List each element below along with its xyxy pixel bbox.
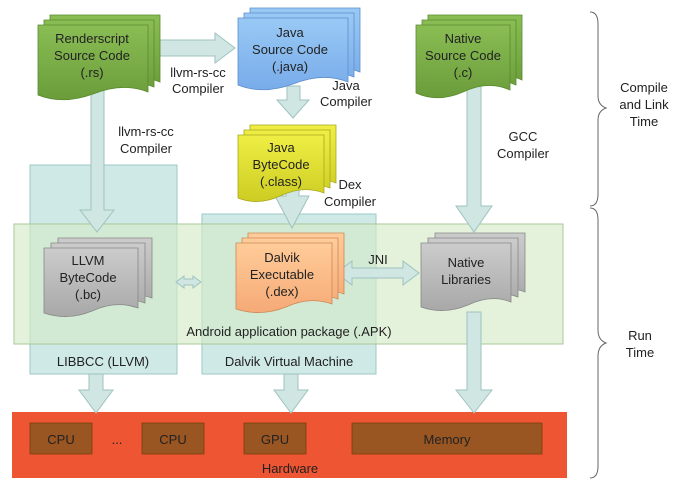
java-bytecode-label-2: ByteCode bbox=[252, 157, 309, 172]
cpu-2-label: CPU bbox=[159, 432, 186, 447]
jni-label: JNI bbox=[368, 252, 388, 267]
hardware-ellipsis: ... bbox=[112, 432, 123, 447]
native-source-label-3: (.c) bbox=[454, 65, 473, 80]
native-source-label-1: Native bbox=[445, 31, 482, 46]
llvm-bytecode-doc bbox=[43, 237, 153, 317]
compile-phase-label-2: and Link bbox=[619, 97, 669, 112]
dalvik-executable-label-2: Executable bbox=[250, 267, 314, 282]
java-compiler-label-2: Compiler bbox=[320, 94, 373, 109]
renderscript-source-label-1: Renderscript bbox=[55, 31, 129, 46]
run-phase-label-1: Run bbox=[628, 328, 652, 343]
dalvik-executable-doc bbox=[235, 232, 345, 313]
llvm-compiler-left-label-1: llvm-rs-cc bbox=[118, 124, 174, 139]
arrow-jni-bidir bbox=[335, 260, 420, 286]
arrow-libbcc-to-hw bbox=[78, 373, 114, 414]
llvm-compiler-left-label-2: Compiler bbox=[120, 141, 173, 156]
llvm-compiler-top-label-1: llvm-rs-cc bbox=[170, 65, 226, 80]
renderscript-source-label-2: Source Code bbox=[54, 48, 130, 63]
llvm-compiler-top-label-2: Compiler bbox=[172, 81, 225, 96]
arrow-native-to-libs bbox=[455, 85, 493, 233]
native-source-doc bbox=[415, 14, 523, 99]
dalvik-vm-label: Dalvik Virtual Machine bbox=[225, 354, 353, 369]
renderscript-source-doc bbox=[37, 14, 161, 101]
java-source-label-3: (.java) bbox=[272, 59, 308, 74]
libbcc-label: LIBBCC (LLVM) bbox=[57, 354, 149, 369]
llvm-bytecode-label-3: (.bc) bbox=[75, 287, 101, 302]
memory-label: Memory bbox=[424, 432, 471, 447]
native-libraries-label-2: Libraries bbox=[441, 272, 491, 287]
dalvik-executable-label-1: Dalvik bbox=[264, 250, 300, 265]
gpu-label: GPU bbox=[261, 432, 289, 447]
java-bytecode-label-3: (.class) bbox=[260, 174, 302, 189]
apk-label: Android application package (.APK) bbox=[186, 324, 391, 339]
gcc-compiler-label-1: GCC bbox=[509, 129, 538, 144]
native-libraries-label-1: Native bbox=[448, 255, 485, 270]
java-source-label-1: Java bbox=[276, 25, 304, 40]
java-bytecode-label-1: Java bbox=[267, 140, 295, 155]
arrow-rs-to-java bbox=[159, 32, 236, 64]
cpu-1-label: CPU bbox=[47, 432, 74, 447]
java-compiler-label-1: Java bbox=[332, 78, 360, 93]
compile-time-brace bbox=[589, 11, 608, 207]
renderscript-source-label-3: (.rs) bbox=[80, 65, 103, 80]
arrow-java-to-bytecode bbox=[275, 85, 311, 119]
arrow-libs-to-hw bbox=[454, 311, 494, 414]
gcc-compiler-label-2: Compiler bbox=[497, 146, 550, 161]
dex-compiler-label-2: Compiler bbox=[324, 194, 377, 209]
arrow-dalvik-to-hw bbox=[273, 373, 309, 414]
arrow-llvm-dalvik-bidir bbox=[175, 275, 202, 289]
java-bytecode-doc bbox=[237, 124, 337, 202]
run-time-brace bbox=[589, 207, 608, 479]
llvm-bytecode-label-2: ByteCode bbox=[59, 270, 116, 285]
cpu-2-cell bbox=[141, 422, 205, 455]
hardware-label: Hardware bbox=[262, 461, 318, 476]
compile-phase-label-1: Compile bbox=[620, 80, 668, 95]
dalvik-executable-label-3: (.dex) bbox=[265, 284, 298, 299]
llvm-bytecode-label-1: LLVM bbox=[72, 253, 105, 268]
dex-compiler-label-1: Dex bbox=[338, 177, 362, 192]
gpu-cell bbox=[243, 422, 307, 455]
run-phase-label-2: Time bbox=[626, 345, 654, 360]
java-source-label-2: Source Code bbox=[252, 42, 328, 57]
java-source-doc bbox=[237, 7, 361, 91]
compile-phase-label-3: Time bbox=[630, 114, 658, 129]
native-libraries-doc bbox=[420, 232, 526, 311]
cpu-1-cell bbox=[29, 422, 93, 455]
arrow-rs-to-llvm bbox=[78, 89, 116, 233]
native-source-label-2: Source Code bbox=[425, 48, 501, 63]
memory-cell bbox=[351, 422, 543, 455]
